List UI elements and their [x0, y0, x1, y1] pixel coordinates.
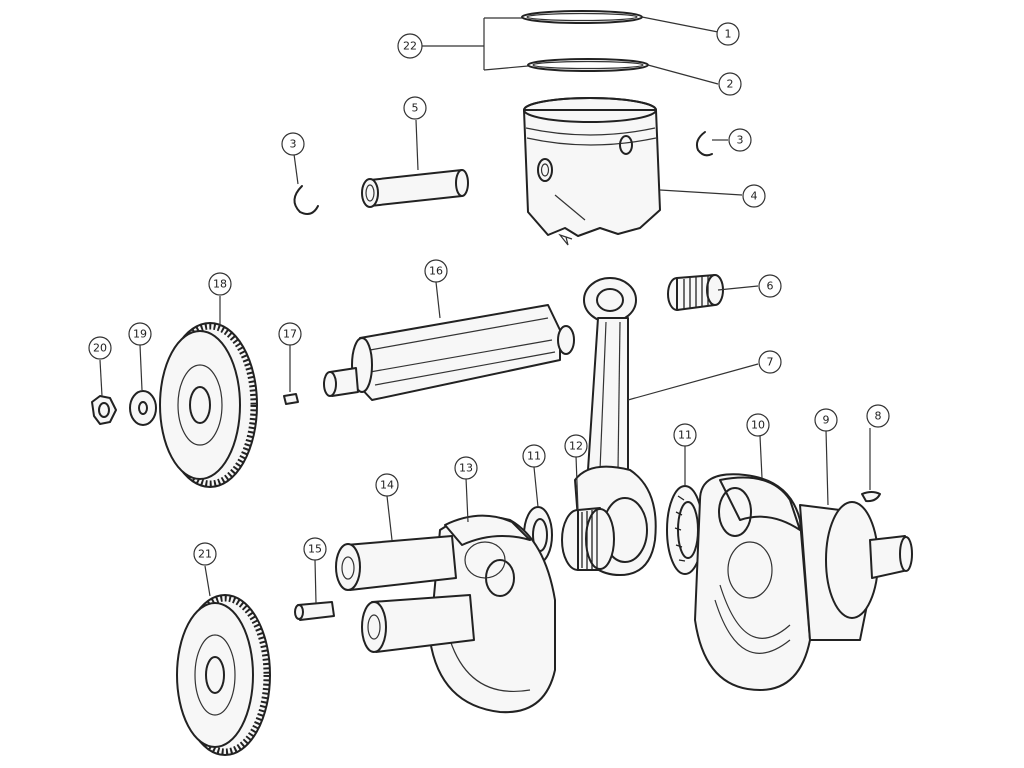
crank-pin — [335, 535, 457, 591]
callout-8: 8 — [866, 404, 890, 428]
washer — [129, 390, 157, 426]
callout-14: 14 — [375, 473, 399, 497]
callout-3-left: 3 — [281, 132, 305, 156]
crank-stub-shaft — [361, 594, 475, 653]
svg-text:16: 16 — [429, 265, 443, 278]
callout-20: 20 — [88, 336, 112, 360]
callout-5: 5 — [403, 96, 427, 120]
callout-9: 9 — [814, 408, 838, 432]
svg-text:11: 11 — [527, 450, 541, 463]
svg-text:3: 3 — [290, 138, 297, 151]
svg-text:18: 18 — [213, 278, 227, 291]
svg-text:4: 4 — [751, 190, 758, 203]
svg-text:8: 8 — [875, 410, 882, 423]
needle-bearing-big — [561, 507, 615, 571]
callout-3-right: 3 — [728, 128, 752, 152]
key-small — [283, 393, 299, 405]
callout-19: 19 — [128, 322, 152, 346]
callout-11-right: 11 — [673, 423, 697, 447]
svg-text:21: 21 — [198, 548, 212, 561]
crank-web-right — [694, 473, 811, 691]
svg-text:20: 20 — [93, 342, 107, 355]
leader-lines — [99, 16, 871, 604]
callout-13: 13 — [454, 456, 478, 480]
gear-lower — [176, 594, 271, 756]
svg-text:3: 3 — [737, 134, 744, 147]
gear-upper — [159, 322, 258, 488]
crank-web-left — [429, 514, 556, 714]
svg-text:15: 15 — [308, 543, 322, 556]
needle-bearing-small — [667, 274, 724, 311]
svg-text:7: 7 — [767, 356, 774, 369]
callout-7: 7 — [758, 350, 782, 374]
piston-ring-top — [521, 10, 643, 24]
svg-text:13: 13 — [459, 462, 473, 475]
callout-4: 4 — [742, 184, 766, 208]
svg-text:2: 2 — [727, 78, 734, 91]
callout-11-left: 11 — [522, 444, 546, 468]
main-bearing-right — [799, 501, 913, 641]
balance-shaft — [323, 304, 575, 401]
nut — [91, 395, 117, 425]
piston-ring-bottom — [527, 58, 649, 72]
svg-text:11: 11 — [678, 429, 692, 442]
callout-10: 10 — [746, 413, 770, 437]
callout-6: 6 — [758, 274, 782, 298]
piston — [523, 97, 661, 246]
svg-text:17: 17 — [283, 328, 297, 341]
callout-1: 1 — [716, 22, 740, 46]
woodruff-key-right — [861, 491, 881, 503]
svg-text:22: 22 — [403, 40, 417, 53]
callout-18: 18 — [208, 272, 232, 296]
callout-15: 15 — [303, 537, 327, 561]
svg-text:9: 9 — [823, 414, 830, 427]
svg-text:6: 6 — [767, 280, 774, 293]
callout-21: 21 — [193, 542, 217, 566]
svg-text:5: 5 — [412, 102, 419, 115]
svg-text:10: 10 — [751, 419, 765, 432]
dowel-pin — [294, 601, 335, 621]
svg-text:19: 19 — [133, 328, 147, 341]
callout-12: 12 — [564, 434, 588, 458]
svg-text:12: 12 — [569, 440, 583, 453]
circlip-left — [293, 185, 319, 215]
piston-pin — [361, 169, 469, 208]
svg-text:14: 14 — [380, 479, 394, 492]
svg-text:1: 1 — [725, 28, 732, 41]
circlip-right — [695, 131, 713, 157]
callout-16: 16 — [424, 259, 448, 283]
callout-22: 22 — [397, 33, 423, 59]
callout-17: 17 — [278, 322, 302, 346]
callout-2: 2 — [718, 72, 742, 96]
